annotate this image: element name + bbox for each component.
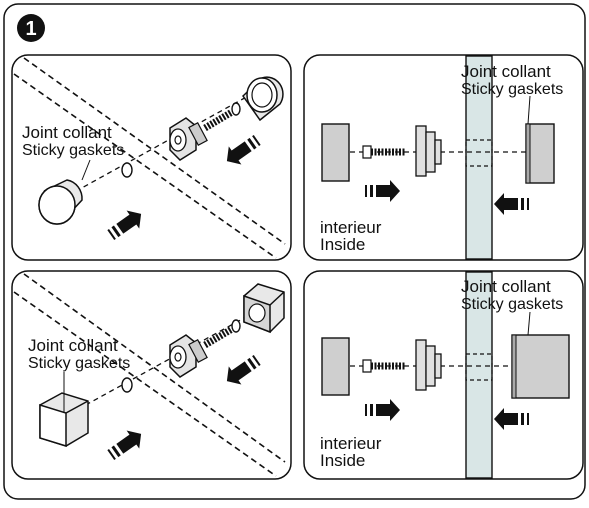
- arrow-icon: [494, 408, 529, 430]
- arrow-icon: [494, 193, 529, 215]
- label-fr: Joint collant: [461, 277, 551, 296]
- glass-panel: [465, 271, 493, 479]
- label-en: Sticky gaskets: [28, 355, 130, 372]
- label-en: Sticky gaskets: [461, 296, 563, 313]
- side-label-fr: interieur: [320, 218, 382, 237]
- panel-bottom-right: Joint collant Sticky gaskets interieur I…: [303, 270, 584, 480]
- arrow-icon: [107, 430, 142, 460]
- screw-icon: [362, 359, 406, 373]
- cylinder-body: [415, 125, 442, 177]
- round-knob-icon: [242, 76, 284, 122]
- label-fr: Joint collant: [22, 123, 112, 142]
- screw-icon: [203, 102, 241, 132]
- cylinder-body: [169, 117, 208, 161]
- arrow-icon: [365, 399, 400, 421]
- screw-icon: [362, 145, 406, 159]
- panel-top-right: Joint collant Sticky gaskets interieur I…: [303, 54, 584, 261]
- arrow-icon: [107, 210, 142, 240]
- cylinder-body: [169, 334, 208, 378]
- square-knob-icon: [511, 334, 570, 399]
- step-number: 1: [25, 18, 36, 40]
- gasket-icon: [121, 162, 133, 178]
- label-fr: Joint collant: [28, 336, 118, 355]
- step-number-badge: 1: [17, 14, 45, 42]
- outer-frame: [3, 3, 586, 500]
- glass-panel: [465, 55, 493, 260]
- arrow-icon: [365, 180, 400, 202]
- round-knob-icon: [525, 123, 555, 184]
- cylinder-body: [415, 339, 442, 391]
- panel-bottom-left: Joint collant Sticky gaskets: [11, 270, 292, 480]
- label-en: Sticky gaskets: [461, 81, 563, 98]
- label-en: Sticky gaskets: [22, 142, 124, 159]
- square-knob-icon: [39, 392, 89, 448]
- side-label-fr: interieur: [320, 434, 382, 453]
- gasket-icon: [121, 377, 133, 393]
- arrow-icon: [226, 135, 261, 165]
- side-label-en: Inside: [320, 451, 365, 470]
- square-knob-icon: [243, 283, 285, 334]
- round-knob-icon: [321, 123, 350, 182]
- round-knob-icon: [38, 179, 83, 225]
- arrow-icon: [226, 355, 261, 385]
- label-fr: Joint collant: [461, 62, 551, 81]
- screw-icon: [203, 319, 241, 349]
- side-label-en: Inside: [320, 235, 365, 254]
- panel-top-left: Joint collant Sticky gaskets: [11, 54, 292, 261]
- round-knob-icon: [321, 337, 350, 396]
